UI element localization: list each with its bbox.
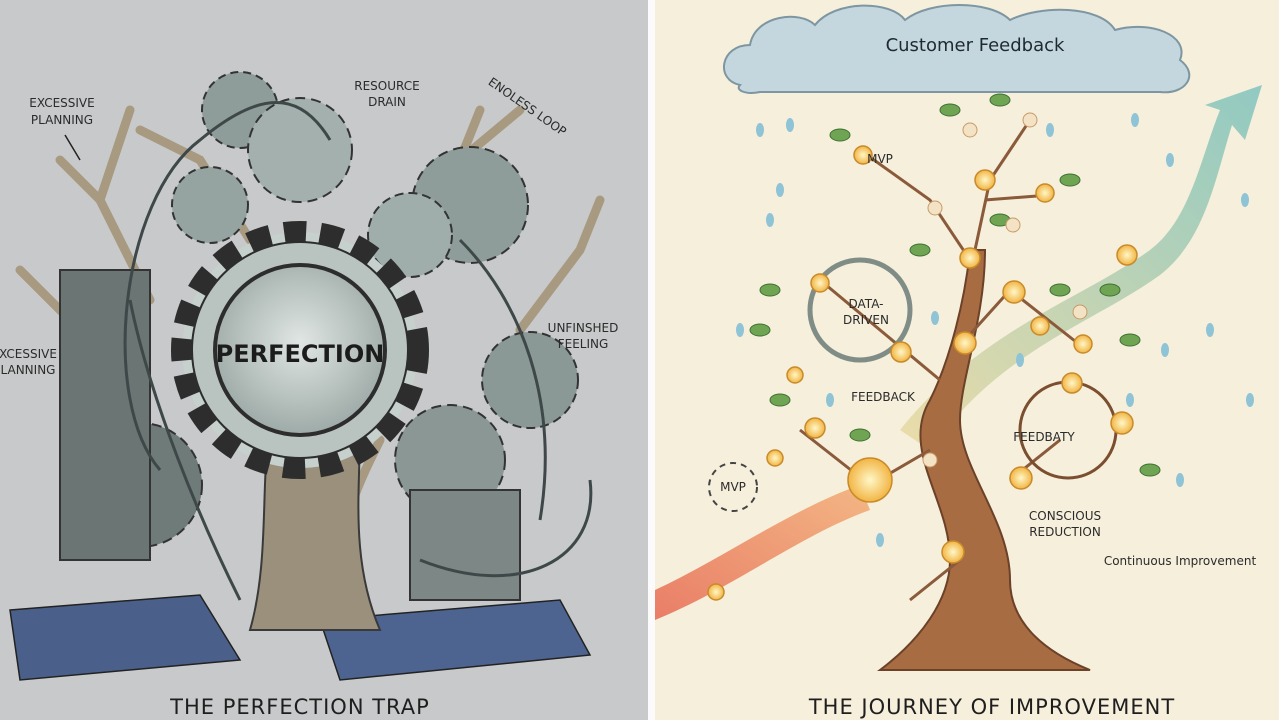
perfection-trap-panel: PERFECTION EXCESSIVE PLANNING RESOURCE D… (0, 0, 648, 720)
perfection-trap-title: THE PERFECTION TRAP (169, 695, 430, 719)
excessive-planning-side-label: LANNING (1, 363, 56, 377)
arrow-icon (64, 134, 81, 161)
perfection-gear: PERFECTION (171, 221, 429, 479)
perfection-label: PERFECTION (216, 340, 385, 368)
divider (648, 0, 655, 720)
data-driven-label: DATA- (849, 297, 884, 311)
unfinished-feeling-label: UNFINSHED (548, 321, 619, 335)
conscious-reduction-label: REDUCTION (1029, 525, 1101, 539)
nodes (707, 145, 1138, 601)
rain-drops (736, 113, 1254, 547)
tree (707, 93, 1161, 671)
excessive-planning-label: EXCESSIVE (29, 96, 94, 110)
customer-feedback-cloud: Customer Feedback (723, 4, 1191, 94)
blueprints (9, 594, 592, 681)
journey-panel: Customer Feedback (655, 0, 1279, 720)
excessive-planning-label: PLANNING (31, 113, 93, 127)
growth-arrow (900, 85, 1262, 450)
resource-drain-label: RESOURCE (354, 79, 419, 93)
resource-drain-label: DRAIN (368, 95, 406, 109)
feedbaty-label: FEEDBATY (1013, 430, 1075, 444)
data-driven-label: DRIVEN (843, 313, 889, 327)
journey-title: THE JOURNEY OF IMPROVEMENT (808, 695, 1175, 719)
gears (59, 71, 579, 601)
cables (123, 101, 593, 601)
mvp-bottom-label: MVP (720, 480, 746, 494)
conscious-reduction-label: CONSCIOUS (1029, 509, 1101, 523)
mvp-label: MVP (867, 152, 893, 166)
excessive-planning-side-label: XCESSIVE (0, 347, 57, 361)
feedback-label: FEEDBACK (851, 390, 916, 404)
continuous-improvement-label: Continuous Improvement (1104, 554, 1257, 568)
customer-feedback-label: Customer Feedback (886, 35, 1065, 56)
data-driven-loop (807, 257, 913, 363)
unfinished-feeling-label: FEELING (558, 337, 609, 351)
red-arrow (655, 485, 870, 620)
mvp-dashed-circle (708, 462, 758, 512)
